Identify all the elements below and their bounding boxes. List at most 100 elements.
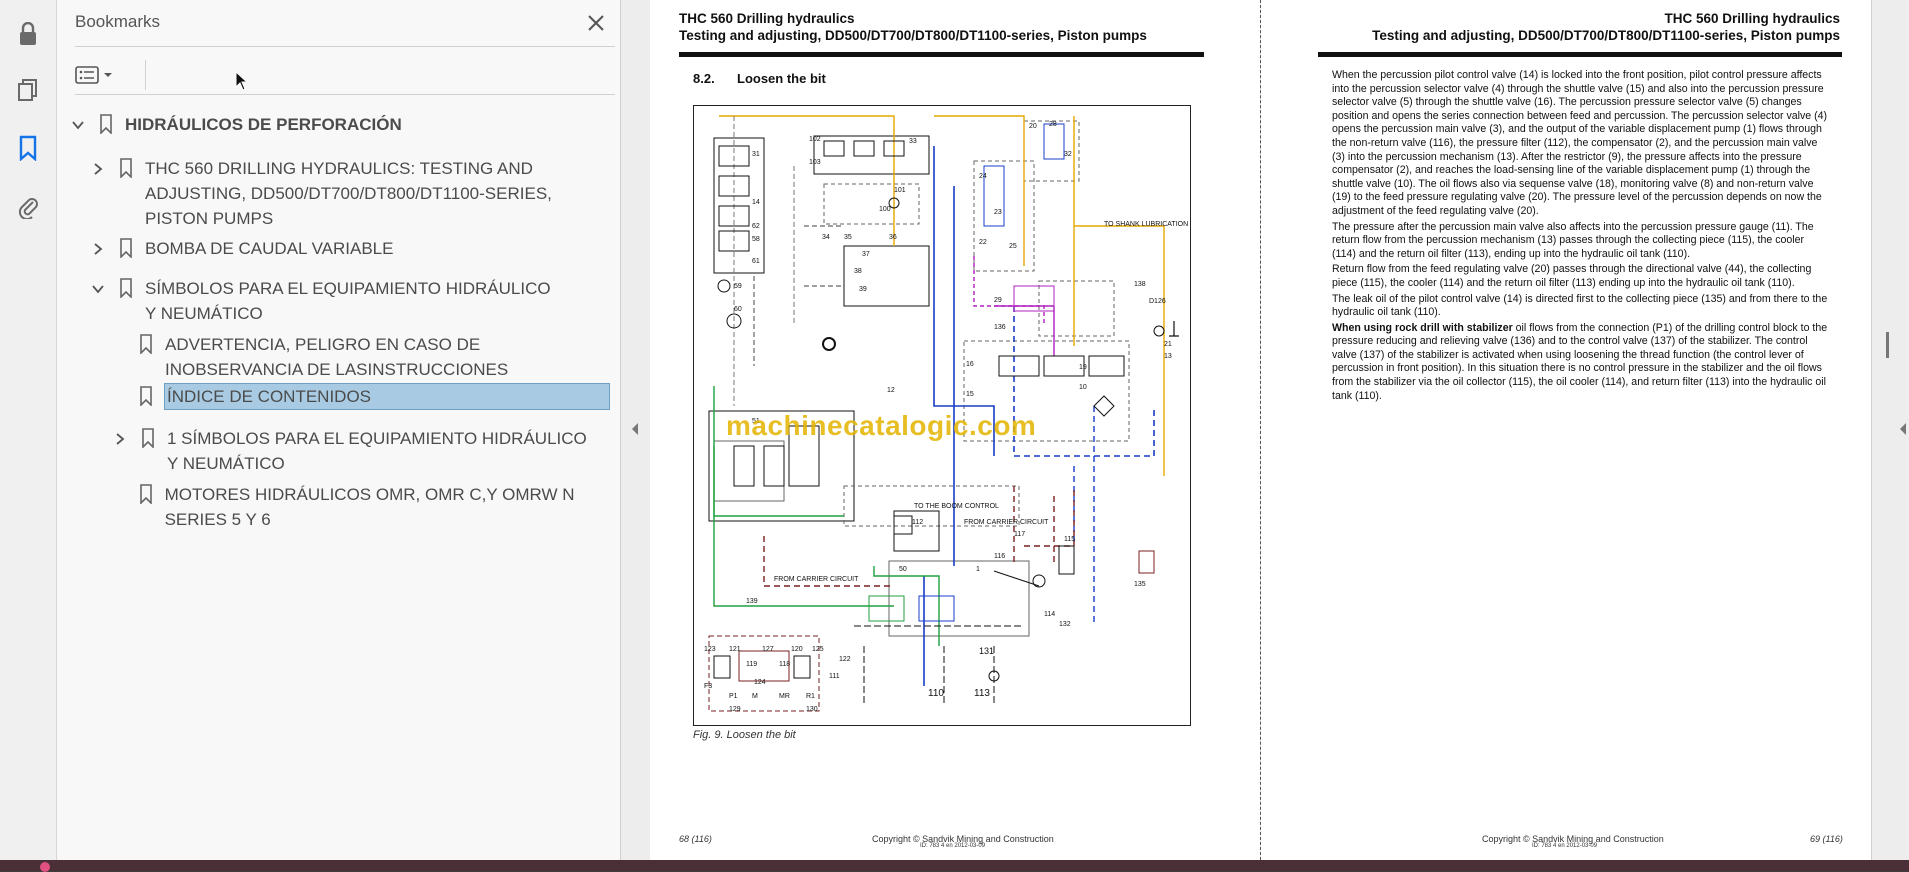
diagram-label: 113 xyxy=(974,688,990,699)
diagram-label: 100 xyxy=(879,206,891,213)
diagram-label: M xyxy=(752,693,758,700)
diagram-label: 129 xyxy=(729,706,741,713)
diagram-label: 51 xyxy=(752,418,760,425)
status-dot-icon xyxy=(40,862,50,872)
diagram-label: 12 xyxy=(887,387,895,394)
paragraph-stabilizer: When using rock drill with stabilizer oi… xyxy=(1332,322,1828,404)
diagram-label: 120 xyxy=(791,646,803,653)
chevron-right-icon[interactable] xyxy=(109,428,131,450)
panel-title: Bookmarks xyxy=(75,12,161,31)
diagram-label: 122 xyxy=(839,656,851,663)
lock-icon[interactable] xyxy=(12,18,44,50)
bookmark-item[interactable]: SÍMBOLOS PARA EL EQUIPAMIENTO HIDRÁULICO… xyxy=(87,276,607,326)
taskbar-strip xyxy=(0,860,1909,872)
diagram-label: 130 xyxy=(806,706,818,713)
diagram-label: 37 xyxy=(862,251,870,258)
diagram-label: 25 xyxy=(1009,243,1017,250)
bookmark-label: HIDRÁULICOS DE PERFORACIÓN xyxy=(125,115,402,134)
diagram-label: 101 xyxy=(894,187,906,194)
diagram-label: 31 xyxy=(752,151,760,158)
diagram-label: 20 xyxy=(1029,123,1037,130)
section-title: Loosen the bit xyxy=(737,71,826,86)
paperclip-icon[interactable] xyxy=(12,190,44,222)
bookmark-item[interactable]: MOTORES HIDRÁULICOS OMR, OMR C,Y OMRW N … xyxy=(109,482,609,532)
diagram-label: D126 xyxy=(1149,298,1166,305)
diagram-label: FROM CARRIER CIRCUIT xyxy=(964,519,1049,526)
diagram-label: 24 xyxy=(979,173,987,180)
diagram-label: TO SHANK LUBRICATION xyxy=(1104,221,1188,228)
page-separator xyxy=(1260,0,1261,860)
bookmark-label: ADVERTENCIA, PELIGRO EN CASO DE INOBSERV… xyxy=(165,335,509,379)
bookmark-options-button[interactable] xyxy=(75,62,127,88)
panel-splitter[interactable] xyxy=(620,0,651,860)
diagram-label: 118 xyxy=(779,661,790,668)
bookmark-icon xyxy=(115,236,137,260)
diagram-label: 131 xyxy=(979,646,994,656)
bookmark-label: ÍNDICE DE CONTENIDOS xyxy=(164,383,610,410)
expand-panel-icon[interactable] xyxy=(1898,422,1908,436)
bookmarks-toolbar xyxy=(75,58,615,95)
diagram-label: 16 xyxy=(966,361,974,368)
diagram-label: 61 xyxy=(752,258,760,265)
chevron-down-icon[interactable] xyxy=(67,114,89,136)
header-subtitle-right: Testing and adjusting, DD500/DT700/DT800… xyxy=(1372,28,1840,43)
diagram-label: 21 xyxy=(1164,341,1172,348)
diagram-label: 13 xyxy=(1164,353,1172,360)
diagram-label: 35 xyxy=(844,234,852,241)
bookmark-item[interactable]: THC 560 DRILLING HYDRAULICS: TESTING AND… xyxy=(87,156,607,231)
header-subtitle-left: Testing and adjusting, DD500/DT700/DT800… xyxy=(679,28,1147,43)
scrollbar-thumb[interactable] xyxy=(1886,332,1889,358)
diagram-label: 62 xyxy=(752,223,760,230)
figure-caption: Fig. 9. Loosen the bit xyxy=(693,729,796,741)
diagram-label: 111 xyxy=(829,673,840,680)
diagram-label: FROM CARRIER CIRCUIT xyxy=(774,576,859,583)
section-number: 8.2. xyxy=(693,71,715,86)
bookmark-item[interactable]: BOMBA DE CAUDAL VARIABLE xyxy=(87,236,607,261)
bookmark-item[interactable]: 1 SÍMBOLOS PARA EL EQUIPAMIENTO HIDRÁULI… xyxy=(109,426,609,476)
diagram-label: 19 xyxy=(1079,364,1087,371)
header-rule-left xyxy=(679,52,1204,57)
diagram-label: 117 xyxy=(1014,531,1025,538)
paragraph: The pressure after the percussion main v… xyxy=(1332,220,1814,260)
bookmark-item[interactable]: HIDRÁULICOS DE PERFORACIÓN xyxy=(67,112,607,137)
bookmark-label: SÍMBOLOS PARA EL EQUIPAMIENTO HIDRÁULICO… xyxy=(145,279,551,323)
diagram-label: 116 xyxy=(994,553,1005,560)
diagram-label: MR xyxy=(779,693,790,700)
diagram-label: 58 xyxy=(752,236,760,243)
tool-rail xyxy=(0,0,57,860)
body-text: When the percussion pilot control valve … xyxy=(1332,69,1828,405)
bookmark-label: MOTORES HIDRÁULICOS OMR, OMR C,Y OMRW N … xyxy=(164,485,575,529)
vertical-scrollbar[interactable] xyxy=(1871,0,1909,860)
bookmark-item-selected[interactable]: ÍNDICE DE CONTENIDOS xyxy=(129,383,610,410)
bookmarks-panel: Bookmarks HIDRÁULICOS DE PERFORACIÓN THC… xyxy=(57,0,620,860)
chevron-spacer xyxy=(109,484,130,506)
bookmark-icon[interactable] xyxy=(12,132,44,164)
chevron-down-icon[interactable] xyxy=(87,278,109,300)
diagram-label: 50 xyxy=(899,566,907,573)
diagram-label: 135 xyxy=(1134,581,1146,588)
diagram-label: 1 xyxy=(976,566,980,573)
diagram-label: 36 xyxy=(889,234,897,241)
diagram-label: 124 xyxy=(754,679,766,686)
bookmark-icon xyxy=(135,384,157,408)
schematic-drawing: 31 14 62 58 61 59 60 102 33 103 101 100 … xyxy=(704,115,1188,713)
hydraulic-schematic: 31 14 62 58 61 59 60 102 33 103 101 100 … xyxy=(693,105,1191,726)
diagram-label: 115 xyxy=(1064,536,1075,543)
close-panel-button[interactable] xyxy=(583,10,609,36)
paragraph: Return flow from the feed regulating val… xyxy=(1332,263,1812,289)
stabilizer-lead: When using rock drill with stabilizer xyxy=(1332,321,1513,334)
chevron-right-icon[interactable] xyxy=(87,238,109,260)
chevron-right-icon[interactable] xyxy=(87,158,109,180)
diagram-label: 103 xyxy=(809,159,821,166)
diagram-label: 59 xyxy=(734,283,742,290)
paragraph: The leak oil of the pilot control valve … xyxy=(1332,292,1828,319)
diagram-label: 60 xyxy=(734,306,742,313)
bookmark-icon xyxy=(95,112,117,136)
list-icon xyxy=(75,66,99,84)
page-number-right: 69 (116) xyxy=(1810,834,1843,844)
bookmark-item[interactable]: ADVERTENCIA, PELIGRO EN CASO DE INOBSERV… xyxy=(129,332,609,382)
diagram-label: 32 xyxy=(1064,151,1072,158)
pages-icon[interactable] xyxy=(12,74,44,106)
collapse-panel-icon[interactable] xyxy=(630,422,640,436)
paragraph: When the percussion pilot control valve … xyxy=(1332,69,1828,217)
